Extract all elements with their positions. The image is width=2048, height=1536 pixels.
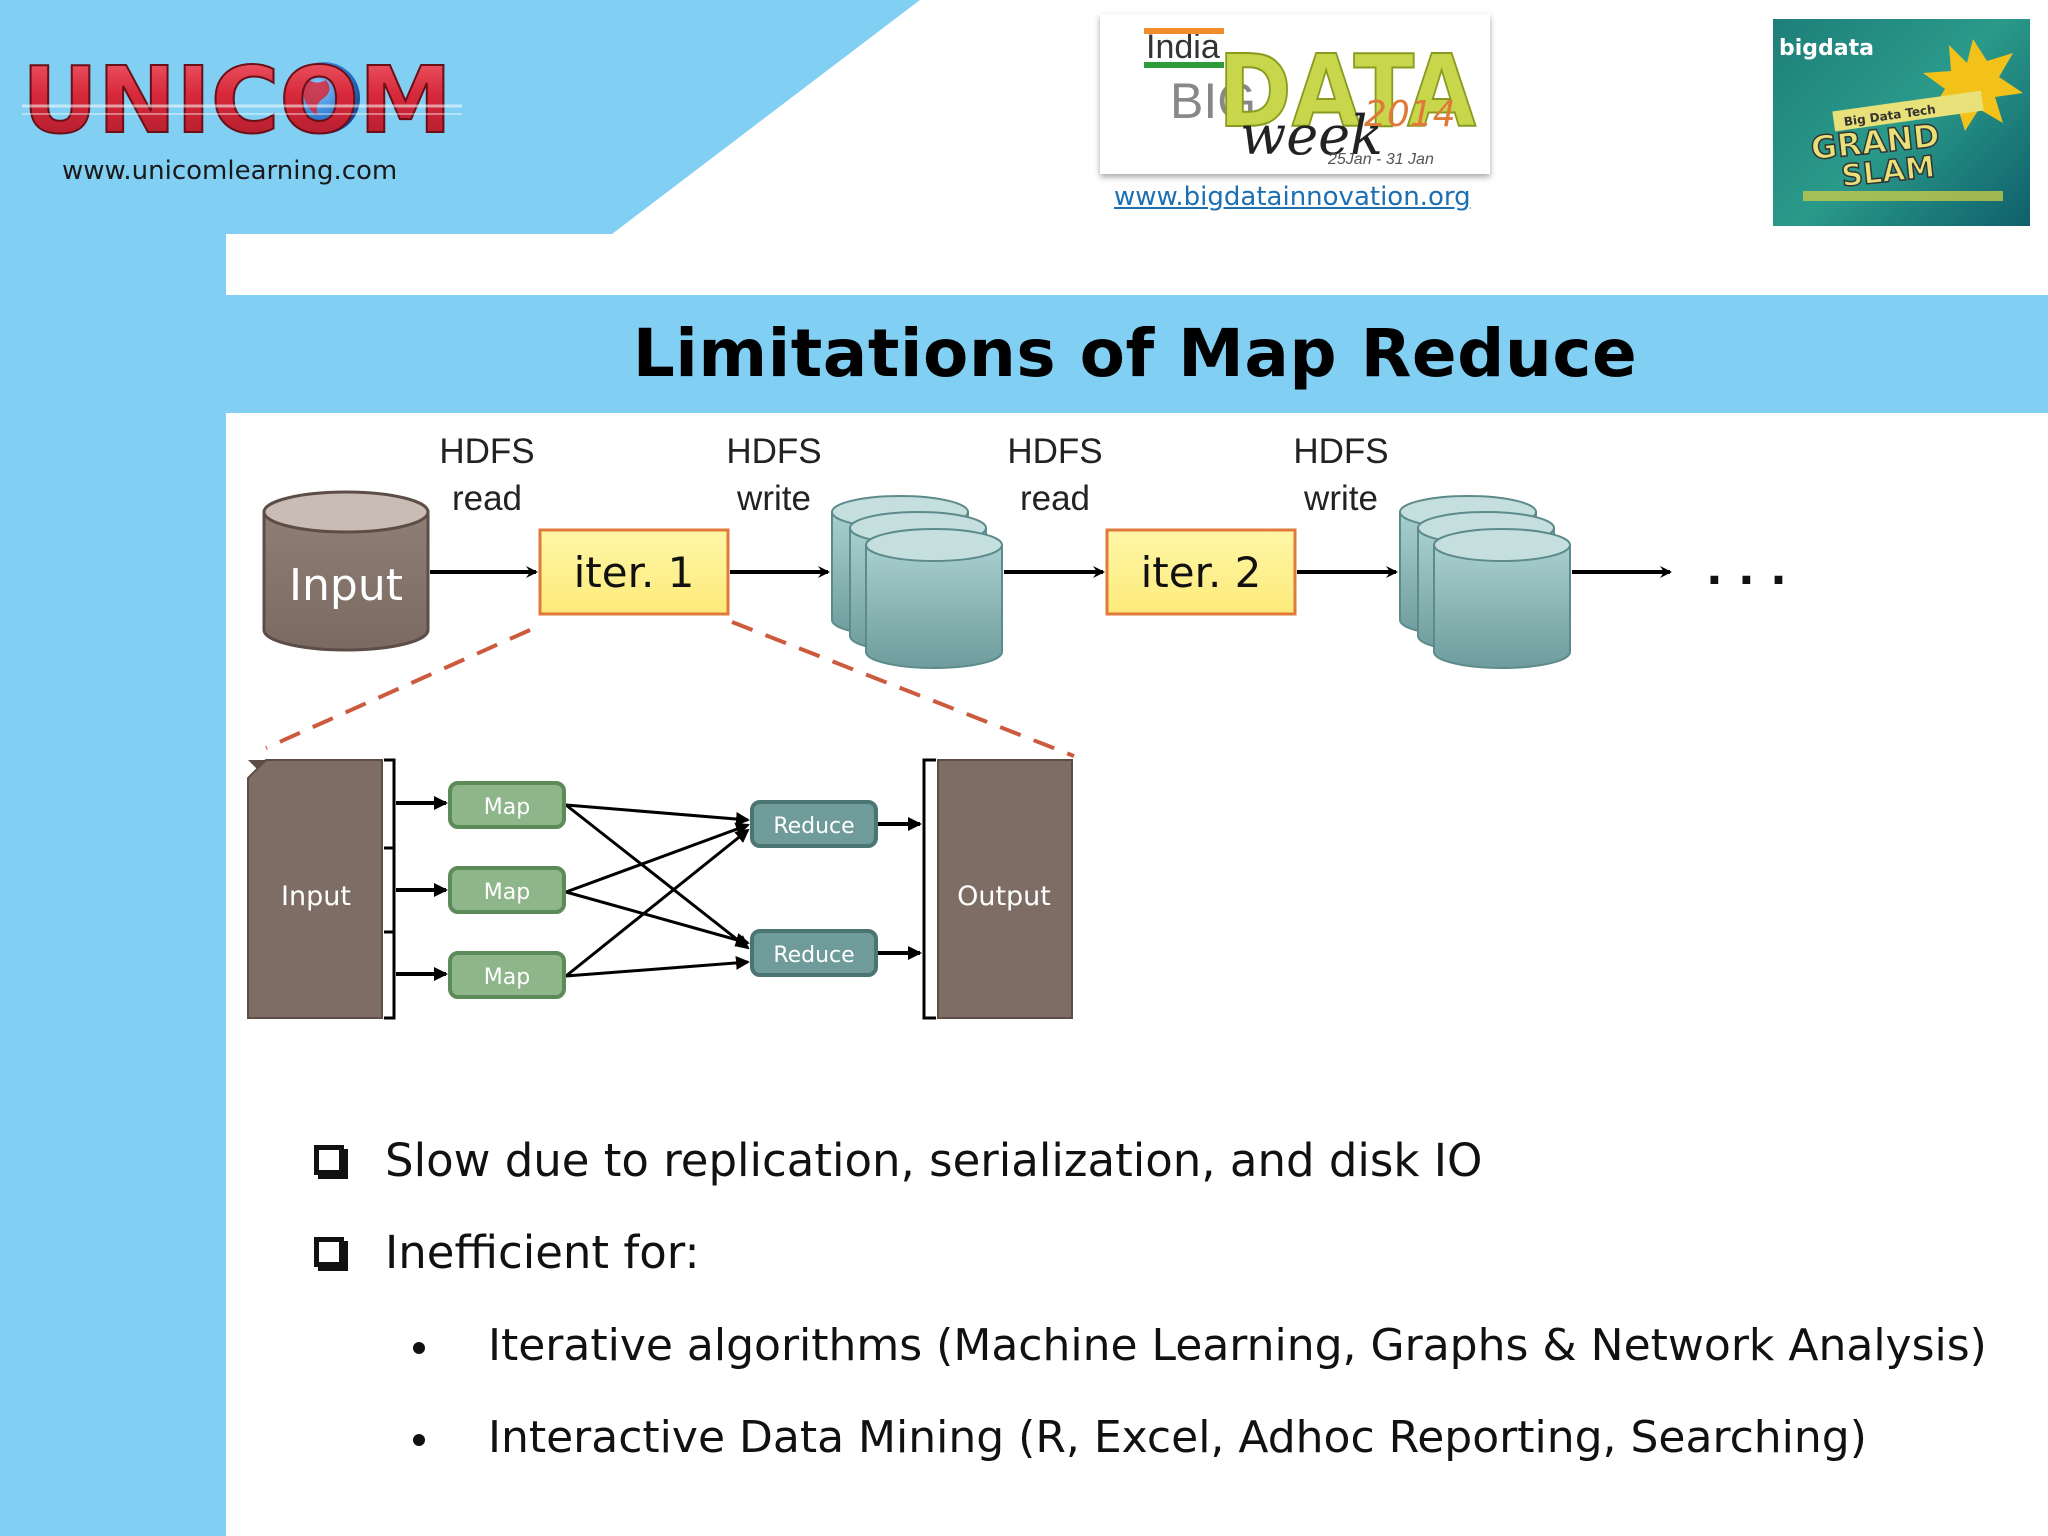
mr-input-document: Input — [247, 759, 383, 1019]
reduce-label-2: Reduce — [773, 943, 854, 968]
map-label-3: Map — [484, 965, 530, 990]
shuffle-lines — [565, 803, 750, 978]
big-data-week-logo: India BIG DATA week 2014 25Jan - 31 Jan — [1100, 14, 1490, 174]
input-cylinder-label: Input — [289, 560, 403, 611]
hdfs-label-3-line2: read — [1020, 479, 1090, 518]
reduce-box-1: Reduce — [750, 800, 878, 848]
input-cylinder: Input — [262, 490, 430, 652]
mr-output-label: Output — [957, 881, 1051, 912]
gs-title-bottom-text: SLAM — [1840, 150, 1937, 195]
mr-output-bracket — [922, 758, 936, 1020]
hdfs-label-1-line1: HDFS — [439, 432, 534, 471]
bdw-url[interactable]: www.bigdatainnovation.org — [1114, 182, 1471, 212]
unicom-url[interactable]: www.unicomlearning.com — [62, 156, 398, 186]
map-label-2: Map — [484, 880, 530, 905]
hdfs-storage-stack-2 — [1399, 495, 1571, 669]
iter-1-label: iter. 1 — [574, 548, 695, 597]
map-box-2: Map — [448, 866, 566, 914]
checkbox-bullet-icon — [314, 1237, 344, 1267]
grand-slam-logo: bigdata Big Data Tech GRAND SLAM — [1773, 19, 2030, 226]
ellipsis: . . . — [1706, 544, 1787, 595]
map-reduce-diagram: Input iter. 1 iter. 2 . . . HDFS read HD… — [247, 432, 1787, 1020]
map-box-1: Map — [448, 781, 566, 829]
hdfs-label-4-line2: write — [1303, 479, 1378, 518]
mr-output-document: Output — [937, 759, 1073, 1019]
bdw-year-text: 2014 — [1364, 94, 1456, 135]
bdw-big-text: BIG — [1170, 73, 1256, 129]
top-accent-band — [0, 0, 920, 300]
hdfs-label-2-line1: HDFS — [726, 432, 821, 471]
reduce-label-1: Reduce — [773, 814, 854, 839]
bdw-india-text: India — [1146, 28, 1220, 66]
slide-title: Limitations of Map Reduce — [632, 315, 1638, 392]
bdw-data-text: DATA — [1218, 33, 1476, 150]
map-box-3: Map — [448, 951, 566, 999]
gs-brand-text: bigdata — [1779, 36, 1874, 61]
hdfs-storage-stack-1 — [831, 495, 1003, 669]
dot-bullet-icon — [413, 1342, 425, 1354]
sub-bullet-item-2: Interactive Data Mining (R, Excel, Adhoc… — [488, 1412, 1867, 1463]
unicom-logo: UNICOM — [22, 48, 462, 148]
hdfs-label-4-line1: HDFS — [1293, 432, 1388, 471]
hdfs-label-1-line2: read — [452, 479, 522, 518]
iter-1-box: iter. 1 — [538, 528, 730, 616]
reduce-box-2: Reduce — [750, 929, 878, 977]
iter-2-box: iter. 2 — [1105, 528, 1297, 616]
mr-input-bracket — [384, 758, 396, 1020]
iter-2-label: iter. 2 — [1141, 548, 1262, 597]
hdfs-label-3-line1: HDFS — [1007, 432, 1102, 471]
bullet-item-2: Inefficient for: — [385, 1226, 700, 1279]
bdw-dates-text: 25Jan - 31 Jan — [1327, 151, 1434, 168]
bullet-item-1: Slow due to replication, serialization, … — [385, 1134, 1483, 1187]
bdw-week-text: week — [1240, 104, 1383, 167]
checkbox-bullet-icon — [314, 1145, 344, 1175]
map-label-1: Map — [484, 795, 530, 820]
zoom-line-left — [265, 628, 531, 750]
unicom-logo-text: UNICOM — [22, 48, 452, 148]
hdfs-label-2-line2: write — [736, 479, 811, 518]
mr-input-label: Input — [281, 881, 351, 912]
sub-bullet-item-1: Iterative algorithms (Machine Learning, … — [488, 1320, 1987, 1371]
dot-bullet-icon — [413, 1434, 425, 1446]
zoom-line-right — [731, 620, 1075, 758]
title-band — [226, 295, 2048, 413]
